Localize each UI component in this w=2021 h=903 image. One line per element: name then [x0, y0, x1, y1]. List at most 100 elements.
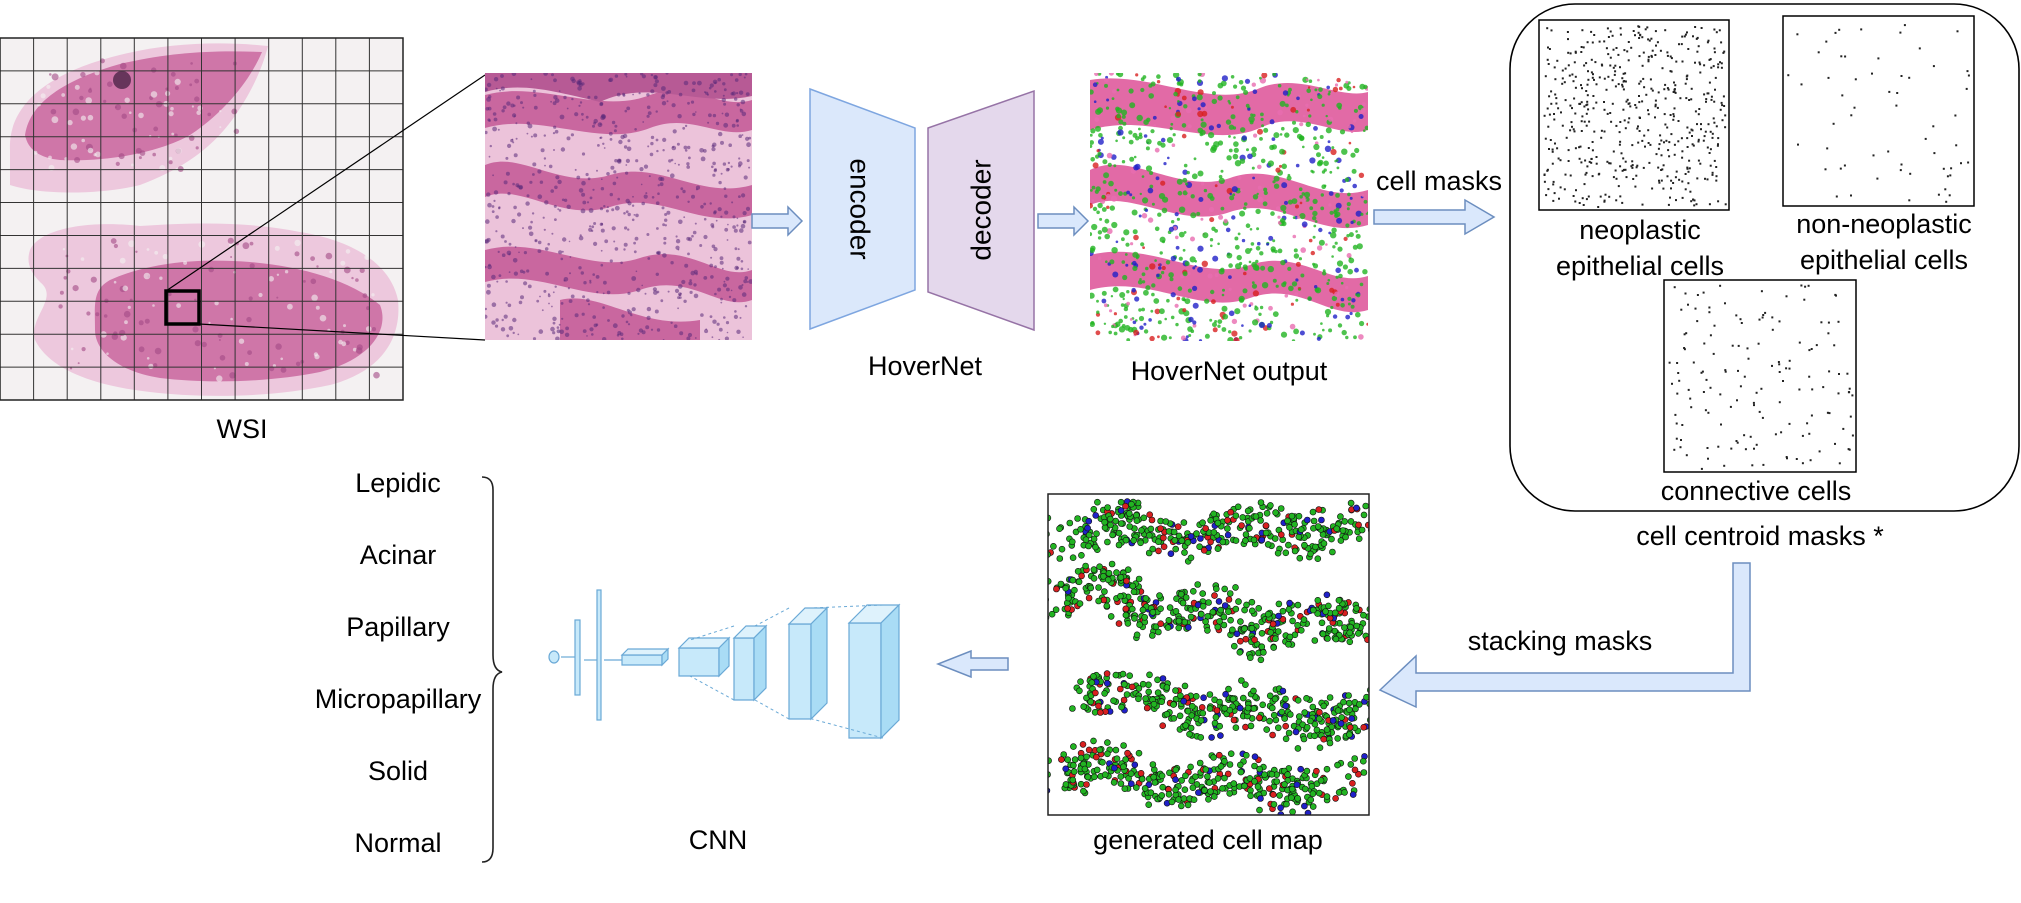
non-neoplastic-centroid: [1909, 172, 1912, 175]
connective-centroid: [1743, 375, 1746, 378]
connective-centroid: [1671, 382, 1673, 385]
neoplastic-centroid: [1681, 35, 1684, 38]
neoplastic-centroid: [1692, 198, 1695, 201]
neoplastic-centroid: [1612, 48, 1615, 51]
patch-nucleus: [580, 208, 586, 214]
patch-nucleus: [742, 336, 744, 339]
cell-map-cell: [1310, 606, 1317, 614]
output-cell: [1118, 119, 1124, 125]
output-cell: [1128, 139, 1134, 145]
patch-nucleus: [610, 165, 615, 170]
patch-nucleus: [614, 159, 618, 163]
cell-map-cell: [1137, 539, 1144, 547]
output-cell: [1230, 105, 1234, 109]
neoplastic-centroid: [1624, 80, 1627, 83]
patch-nucleus: [558, 90, 561, 92]
output-cell: [1334, 83, 1339, 87]
cell-map-cell: [1230, 780, 1238, 787]
neoplastic-centroid: [1687, 182, 1690, 185]
neoplastic-centroid: [1635, 106, 1638, 109]
neoplastic-centroid: [1615, 199, 1618, 202]
patch-nucleus: [591, 225, 595, 229]
cnn-layer-1-side: [661, 647, 669, 667]
output-cell: [1312, 262, 1316, 266]
patch-nucleus: [737, 248, 740, 251]
cell-map-cell: [1252, 513, 1260, 520]
patch-nucleus: [714, 168, 717, 172]
output-cell: [1366, 322, 1368, 326]
neoplastic-centroid: [1550, 102, 1553, 105]
patch-nucleus: [723, 88, 727, 92]
patch-nucleus: [532, 89, 536, 93]
cell-map-cell: [1176, 712, 1184, 720]
output-cell: [1129, 102, 1136, 109]
cell-map-cell: [1126, 672, 1133, 680]
neoplastic-centroid: [1707, 123, 1710, 126]
patch-nucleus: [545, 271, 549, 276]
cell-map-cell: [1140, 514, 1148, 522]
patch-nucleus: [566, 107, 569, 110]
output-cell: [1106, 152, 1113, 159]
output-cell: [1217, 319, 1223, 324]
neoplastic-centroid: [1686, 126, 1689, 129]
patch-nucleus: [596, 291, 599, 294]
output-cell: [1172, 133, 1176, 137]
neoplastic-centroid: [1681, 156, 1684, 159]
patch-nucleus: [741, 292, 747, 297]
hovernet-label: HoverNet: [868, 351, 983, 381]
output-cell: [1363, 84, 1368, 90]
neoplastic-centroid: [1584, 159, 1587, 162]
output-cell: [1197, 110, 1204, 118]
patch-nucleus: [495, 230, 498, 233]
non-neoplastic-centroid: [1967, 74, 1970, 77]
output-cell: [1197, 107, 1201, 111]
connective-centroid: [1679, 446, 1682, 449]
neoplastic-centroid: [1627, 59, 1630, 62]
neoplastic-centroid: [1635, 174, 1638, 177]
patch-nucleus: [714, 292, 717, 296]
wsi-speck: [127, 305, 131, 309]
patch-nucleus: [614, 205, 620, 211]
neoplastic-centroid: [1649, 78, 1652, 81]
patch-nucleus: [488, 155, 491, 158]
neoplastic-centroid: [1582, 46, 1585, 49]
output-cell: [1277, 83, 1282, 88]
cell-map-cell: [1324, 635, 1331, 642]
connective-centroid: [1795, 458, 1798, 460]
neoplastic-centroid: [1587, 70, 1589, 73]
connective-centroid: [1724, 370, 1727, 373]
output-cell: [1121, 109, 1128, 116]
non-neoplastic-centroid: [1965, 87, 1968, 90]
wsi-speck: [138, 156, 142, 160]
cell-map-cell: [1187, 533, 1195, 540]
output-cell: [1090, 133, 1093, 137]
patch-nucleus: [726, 239, 729, 241]
patch-nucleus: [541, 309, 544, 312]
patch-nucleus: [589, 281, 592, 284]
wsi-speck: [315, 305, 320, 310]
cell-map-cell: [1080, 787, 1087, 795]
output-cell: [1118, 191, 1123, 197]
cell-map-cell: [1258, 629, 1266, 637]
output-cell: [1200, 217, 1204, 221]
patch-nucleus: [740, 267, 744, 271]
cell-map-cell: [1221, 585, 1228, 593]
patch-nucleus: [625, 158, 631, 163]
output-cell: [1251, 283, 1258, 289]
connective-centroid: [1690, 406, 1693, 409]
connective-centroid: [1806, 422, 1809, 425]
cell-map-cell: [1216, 722, 1223, 730]
neoplastic-centroid: [1641, 64, 1644, 67]
wsi-speck: [194, 298, 197, 301]
wsi-speck: [87, 147, 94, 154]
wsi-speck: [280, 367, 287, 373]
neoplastic-centroid: [1724, 126, 1727, 129]
connective-centroid: [1828, 370, 1831, 373]
patch-nucleus: [508, 242, 512, 246]
cell-map-cell: [1224, 770, 1232, 778]
arrow-map-to-cnn: [935, 649, 1009, 679]
output-cell: [1141, 175, 1145, 178]
encoder-block: [809, 87, 916, 331]
patch-nucleus: [686, 236, 691, 241]
wsi-speck: [216, 375, 223, 382]
